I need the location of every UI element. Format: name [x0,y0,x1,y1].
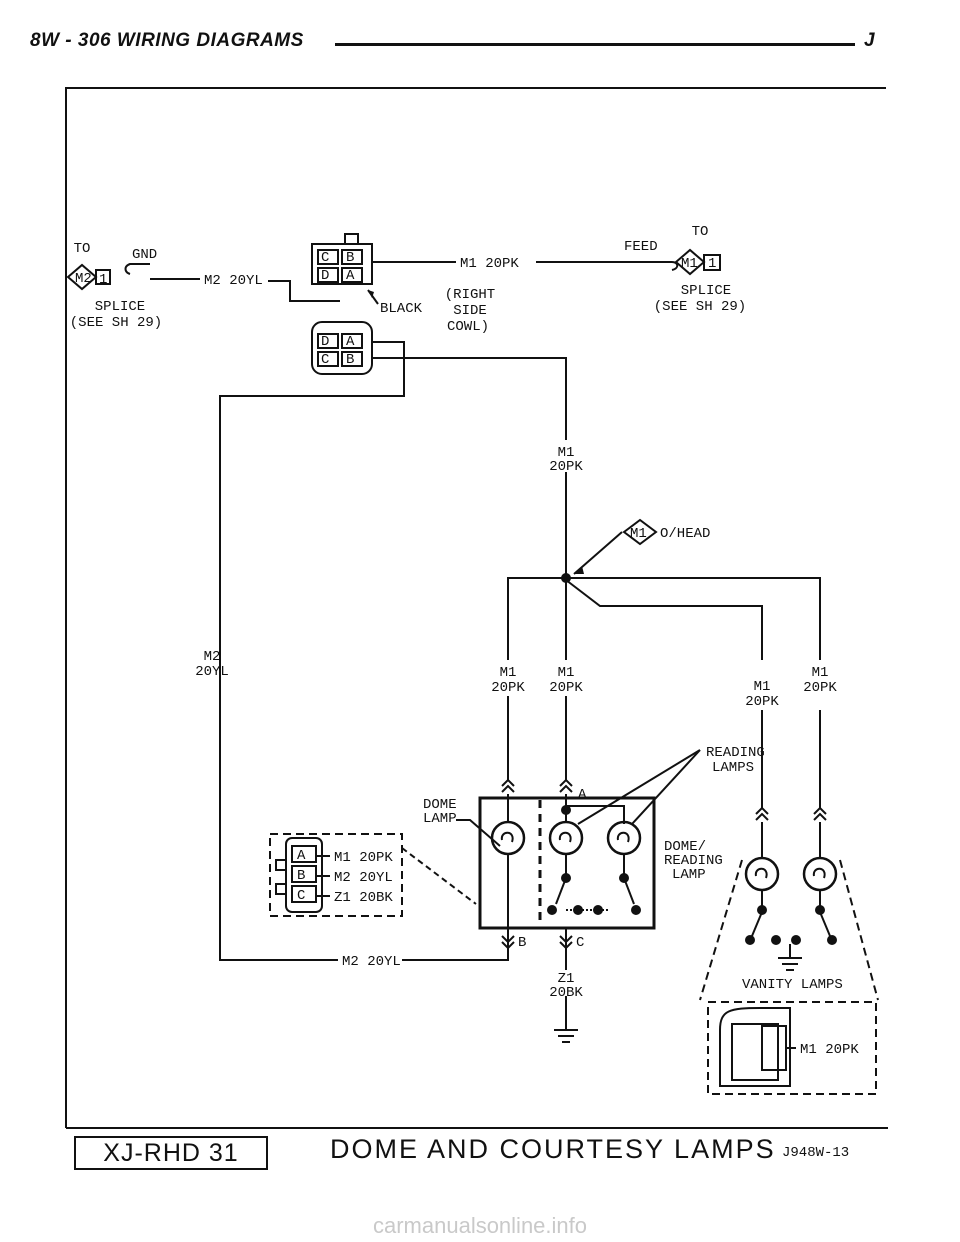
label-dome-reading-1: DOME/ [664,839,706,855]
label-20bk: 20BK [549,985,583,1001]
watermark: carmanualsonline.info [372,1213,588,1238]
pin-b-dome: B [518,935,526,951]
pin-b-inset: B [297,868,305,884]
lower-connector-body [311,321,373,375]
bus-right [566,577,821,660]
pin-a-inset: A [297,848,306,864]
page-header: 8W - 306 WIRING DIAGRAMS [30,30,304,51]
diagram-frame [65,87,886,1128]
label-reading-lamps-1: READING [706,745,765,761]
pin-c-lower: C [321,352,329,368]
pin-c-inset: C [297,888,305,904]
label-m2-20yl-bottom: M2 20YL [342,954,401,970]
label-ohead: O/HEAD [660,526,710,542]
label-splice-right: SPLICE [681,283,731,299]
upper-connector-body [311,243,373,285]
splice-m1-number: 1 [708,256,716,272]
label-vanity-m1-20pk: M1 20PK [800,1042,859,1058]
m2-main-wire [219,341,405,961]
label-inset-m2-20yl: M2 20YL [334,870,393,886]
upper-connector-tab [344,233,359,244]
pin-c-upper: C [321,250,329,266]
label-m1-20pk-top: M1 20PK [460,256,519,272]
splice-m1-box [703,254,721,271]
diagram-title: DOME AND COURTESY LAMPS [330,1134,776,1164]
pin-d-lower: D [321,334,329,350]
label-feed: FEED [624,239,658,255]
label-inset-m1-20pk: M1 20PK [334,850,393,866]
label-z1: Z1 [558,971,575,987]
ohead-diamond [622,518,658,546]
vanity-bulb-left [744,856,780,892]
label-see-sh-left: (SEE SH 29) [70,315,162,331]
m1-main-wire [372,357,567,440]
label-m2-20yl-top: M2 20YL [204,273,263,289]
label-m1-vanity-right: M1 [812,665,829,681]
label-dome-lamp-1: DOME [423,797,457,813]
label-splice-left: SPLICE [95,299,145,315]
bus-left [507,577,566,660]
pin-a-lower: A [346,334,355,350]
pin-c-dome: C [576,935,584,951]
label-black: BLACK [380,301,423,317]
reading-bulb-left [548,820,584,856]
label-dome-lamp-2: LAMP [423,811,457,827]
label-gnd: GND [132,247,157,263]
m1-feed-wire-right [536,261,679,271]
label-dome-reading-2: READING [664,853,723,869]
label-vanity-lamps: VANITY LAMPS [742,977,843,993]
splice-m2-label: M2 [75,271,92,287]
m2-main-wire-end [402,930,509,961]
splice-m2-box [95,269,111,285]
label-right-side-cowl-3: COWL) [447,319,489,335]
label-20pk-center: 20PK [549,459,583,475]
label-20pk-vanity-left: 20PK [745,694,779,710]
pin-a-reading: A [578,787,587,803]
label-20yl-left: 20YL [195,664,229,680]
dome-connector-inset [269,833,403,917]
pin-d-upper: D [321,268,329,284]
gnd-wire [124,263,200,280]
label-right-side-cowl-2: SIDE [453,303,487,319]
label-dome-reading-3: LAMP [672,867,706,883]
label-m2-left: M2 [204,649,221,665]
splice-m2-number: 1 [99,272,107,288]
label-to-left: TO [74,241,91,257]
ohead-m1-label: M1 [630,526,647,542]
label-inset-z1-20bk: Z1 20BK [334,890,393,906]
reading-bulb-right [606,820,642,856]
m2-wire-top [268,280,340,302]
label-to-right: TO [692,224,709,240]
label-m1-center: M1 [558,445,575,461]
vanity-connector-inset [707,1001,877,1095]
label-right-side-cowl-1: (RIGHT [445,287,495,303]
pin-b-upper: B [346,250,354,266]
label-20pk-dome: 20PK [491,680,525,696]
label-reading-lamps-2: LAMPS [712,760,754,776]
pin-b-lower: B [346,352,354,368]
bus-angled [565,579,763,660]
dome-bulb [490,820,526,856]
label-20pk-reading: 20PK [549,680,583,696]
label-m1-reading: M1 [558,665,575,681]
label-m1-dome: M1 [500,665,517,681]
pin-a-upper: A [346,268,355,284]
diagram-code-box: XJ-RHD 31 [74,1136,268,1170]
vanity-bulb-right [802,856,838,892]
label-20pk-vanity-right: 20PK [803,680,837,696]
diagram-reference: J948W-13 [782,1145,850,1161]
label-see-sh-right: (SEE SH 29) [654,299,746,315]
splice-m1-label: M1 [681,256,698,272]
header-section-letter: J [864,30,875,51]
header-rule [335,43,855,46]
label-m1-vanity-left: M1 [754,679,771,695]
